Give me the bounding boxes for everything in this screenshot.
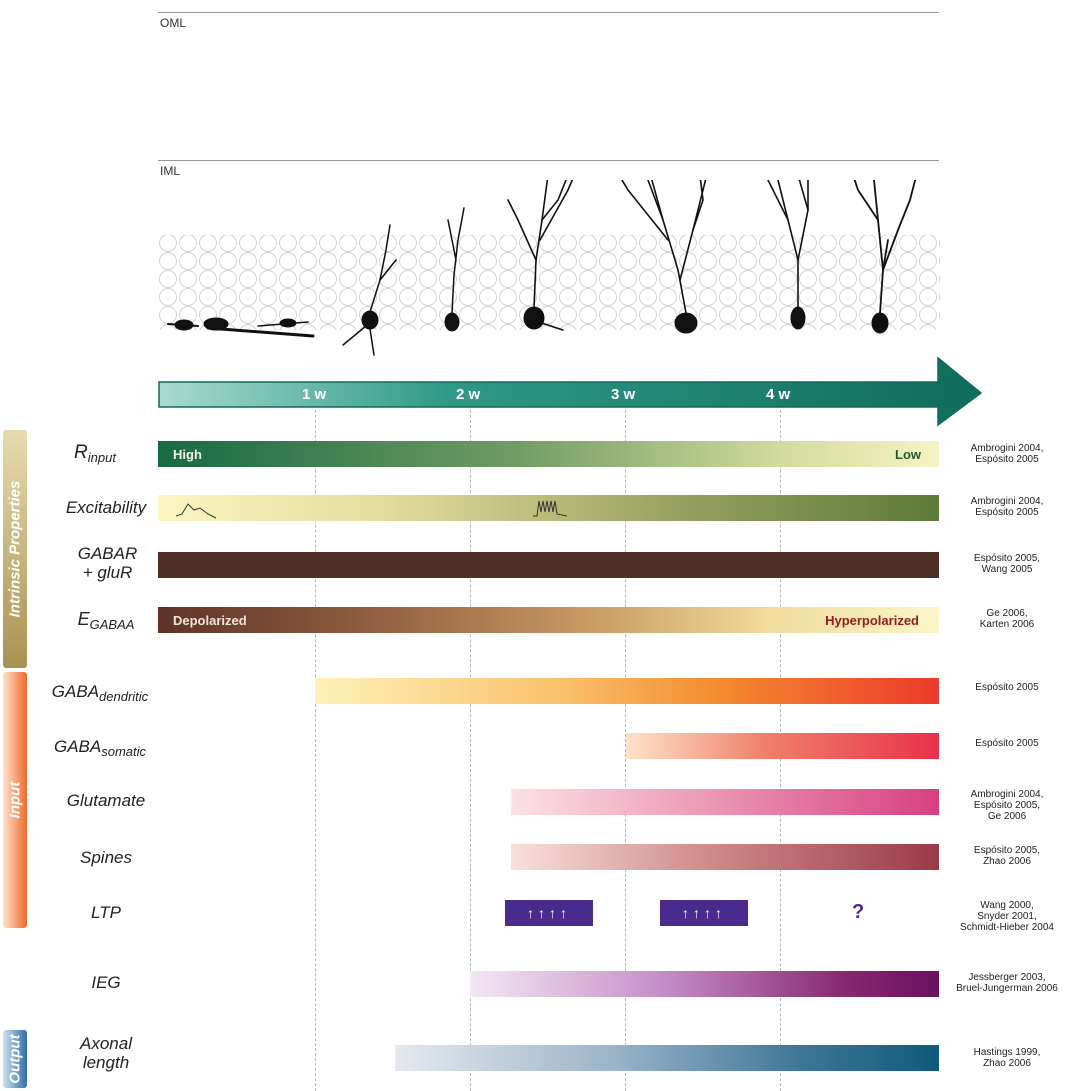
rinput-label: Rinput (74, 442, 116, 465)
intrinsic-properties-group: Intrinsic Properties (3, 430, 27, 668)
week-1-gridline (315, 410, 316, 1091)
glutamate-bar (511, 789, 939, 815)
oml-label: OML (160, 16, 187, 30)
neurons (167, 180, 917, 356)
gaba-dendritic-reference: Espósito 2005 (975, 682, 1039, 693)
neuron-stage-7 (674, 312, 698, 334)
ieg-label: IEG (91, 973, 121, 992)
gaba-somatic-bar (626, 733, 939, 759)
tick-1w: 1 w (302, 386, 327, 403)
egaba-reference: Ge 2006, Karten 2006 (979, 608, 1035, 630)
ltp-unknown-mark: ? (852, 901, 865, 923)
excitability-bar (158, 495, 939, 521)
spike-train-trace-icon (533, 500, 568, 517)
granule-cell-layer (158, 235, 940, 330)
week-2-gridline (470, 410, 471, 1091)
gaba-somatic-reference: Espósito 2005 (975, 738, 1039, 749)
output-group-label: Output (6, 1034, 24, 1084)
week-3-gridline (625, 410, 626, 1091)
gaba-dendritic-bar (315, 678, 939, 704)
neuron-stage-5 (444, 312, 460, 332)
oml-boundary-line (158, 12, 939, 13)
timeline-arrow (158, 356, 983, 427)
egaba-depolarized-text: Depolarized (173, 613, 247, 628)
excitability-reference: Ambrogini 2004, Espósito 2005 (970, 496, 1044, 518)
rinput-high-text: High (173, 447, 202, 462)
ieg-bar (470, 971, 939, 997)
intrinsic-properties-label: Intrinsic Properties (6, 480, 24, 618)
egaba-label: EGABAA (77, 609, 135, 633)
gabar-glur-bar (158, 552, 939, 578)
ltp-label: LTP (91, 903, 121, 922)
excitability-label: Excitability (65, 498, 147, 517)
spines-bar (511, 844, 939, 870)
ltp-enhanced-box-1: ↑↑↑↑ (505, 900, 593, 926)
axonal-length-reference: Hastings 1999, Zhao 2006 (973, 1047, 1041, 1069)
gabar-glur-reference: Espósito 2005, Wang 2005 (973, 553, 1041, 575)
iml-label: IML (160, 164, 181, 178)
input-group-label: Input (6, 781, 24, 819)
gaba-somatic-label: GABAsomatic (53, 737, 147, 759)
glutamate-reference: Ambrogini 2004, Espósito 2005, Ge 2006 (970, 789, 1044, 822)
spines-reference: Espósito 2005, Zhao 2006 (973, 845, 1041, 867)
axonal-length-label: Axonal length (80, 1034, 132, 1072)
ltp-enhanced-box-2: ↑↑↑↑ (660, 900, 748, 926)
gabar-glur-label: GABAR + gluR (77, 544, 138, 582)
rinput-reference: Ambrogini 2004, Espósito 2005 (970, 443, 1044, 465)
gaba-dendritic-label: GABAdendritic (51, 682, 149, 704)
granule-cell-layer-illustration (158, 180, 940, 356)
egaba-bar: Depolarized Hyperpolarized (158, 607, 939, 633)
neuron-stage-8 (790, 306, 806, 330)
axonal-length-bar (395, 1045, 939, 1071)
neuron-stage-6 (523, 306, 545, 330)
rinput-low-text: Low (895, 447, 921, 462)
ieg-reference: Jessberger 2003, Bruel-Jungerman 2006 (956, 972, 1058, 994)
iml-boundary-line (158, 160, 939, 161)
neuron-stage-9 (871, 312, 889, 334)
tick-4w: 4 w (766, 386, 791, 403)
rinput-bar: High Low (158, 441, 939, 467)
egaba-hyperpolarized-text: Hyperpolarized (825, 613, 919, 628)
glutamate-label: Glutamate (66, 791, 146, 810)
tick-3w: 3 w (611, 386, 636, 403)
single-spike-trace-icon (176, 503, 217, 519)
spines-label: Spines (80, 848, 132, 867)
input-group: Input (3, 672, 27, 928)
neuron-stage-4 (361, 310, 379, 330)
output-group: Output (3, 1030, 27, 1088)
tick-2w: 2 w (456, 386, 481, 403)
ltp-reference: Wang 2000, Snyder 2001, Schmidt-Hieber 2… (960, 900, 1054, 933)
